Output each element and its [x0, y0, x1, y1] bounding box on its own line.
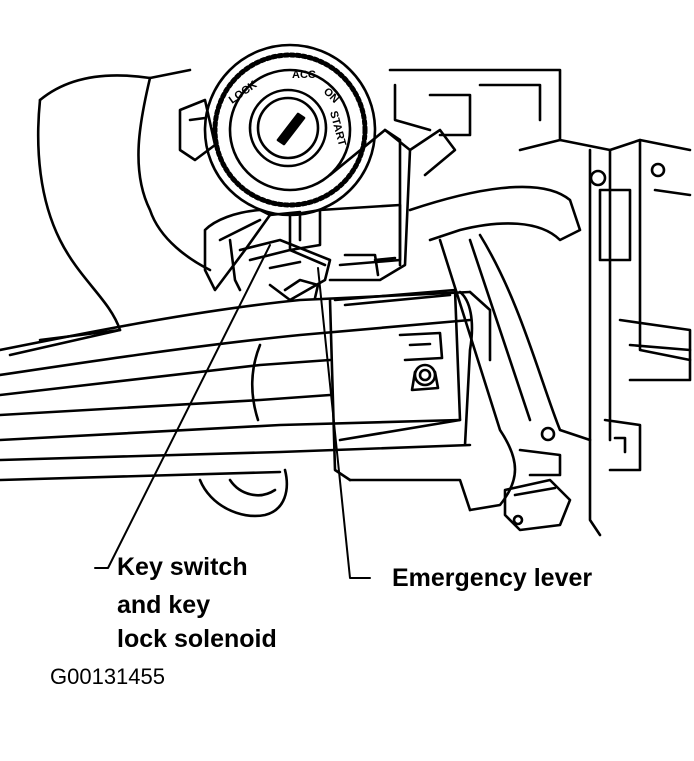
- ignition-on-text: ON: [321, 86, 341, 106]
- lower-drum: [198, 468, 289, 518]
- steering-column-tube: [0, 290, 492, 482]
- figure-code: G00131455: [50, 664, 165, 689]
- key-switch-leader: [94, 244, 271, 569]
- ignition-start-text: START: [327, 110, 348, 148]
- lever-housing: [348, 185, 592, 532]
- key-switch-label-line2: and key: [117, 591, 211, 619]
- key-switch-label-line3: lock solenoid: [117, 625, 277, 653]
- leader-lines: [94, 244, 371, 579]
- key-switch-label-line1: Key switch: [117, 553, 248, 581]
- ignition-cylinder: [178, 43, 377, 217]
- switch-housing: [268, 128, 457, 282]
- key-lock-solenoid: [203, 208, 332, 302]
- dashboard-outline: [8, 68, 562, 357]
- emergency-lever-leader: [317, 267, 371, 579]
- emergency-lever-label: Emergency lever: [392, 564, 593, 592]
- right-bracket-panel: [558, 138, 692, 537]
- ignition-acc-text: ACC: [292, 69, 316, 81]
- mounting-bracket: [333, 288, 462, 442]
